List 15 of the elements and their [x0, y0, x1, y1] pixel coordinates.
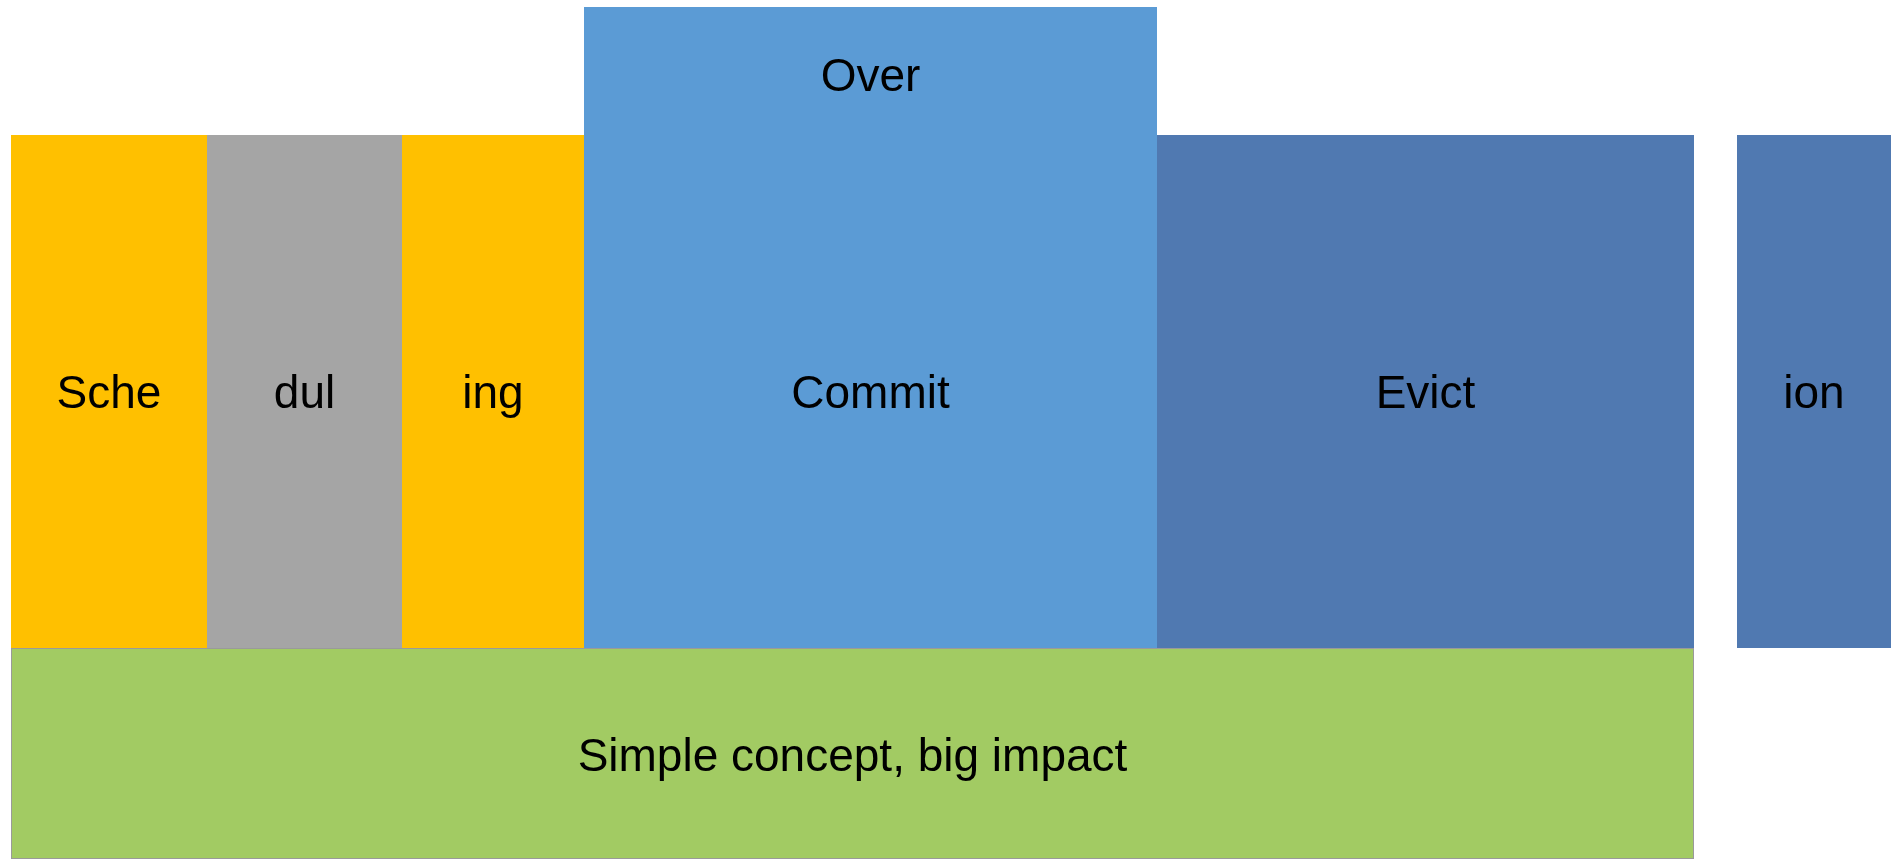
text-block — [1737, 135, 1891, 648]
text-block — [1157, 135, 1694, 648]
text-block — [207, 135, 402, 648]
text-block — [584, 7, 1157, 648]
label: Sche — [56, 365, 162, 418]
label: Simple concept, big impact — [577, 728, 1128, 781]
heading: Over — [820, 49, 921, 101]
text-block — [11, 135, 207, 648]
label: ion — [1783, 365, 1845, 418]
label: Commit — [791, 365, 950, 418]
banner-block — [11, 648, 1694, 859]
label: Evict — [1375, 365, 1476, 418]
label: ing — [462, 365, 524, 418]
text-block — [402, 135, 584, 648]
label: dul — [273, 365, 336, 418]
